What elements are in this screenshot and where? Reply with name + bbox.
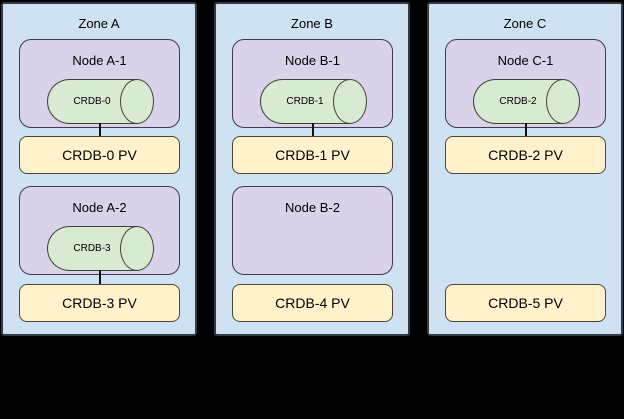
crdb-0-pv-box: CRDB-0 PV	[19, 136, 180, 174]
connector-crdb3-to-pv	[99, 270, 101, 285]
zone-c-label: Zone C	[503, 16, 547, 31]
node-a1-box: Node A-1 CRDB-0	[19, 39, 180, 128]
node-c1-box: Node C-1 CRDB-2	[445, 39, 606, 128]
crdb-3-pod-label: CRDB-3	[73, 243, 111, 254]
crdb-2-pv-box: CRDB-2 PV	[445, 136, 606, 174]
node-c1-label: Node C-1	[497, 53, 554, 68]
cylinder-cap	[333, 79, 367, 124]
zone-a-container: Zone A Node A-1 CRDB-0 CRDB-0 PV Node A-…	[1, 2, 197, 336]
crdb-1-pv-box: CRDB-1 PV	[232, 136, 393, 174]
connector-crdb2-to-pv	[525, 123, 527, 137]
cylinder-cap	[120, 226, 154, 271]
connector-crdb1-to-pv	[312, 123, 314, 137]
zone-b-label: Zone B	[291, 16, 333, 31]
zone-c-container: Zone C Node C-1 CRDB-2 CRDB-2 PV CRDB-5 …	[427, 2, 623, 336]
crdb-4-pv-box: CRDB-4 PV	[232, 284, 393, 322]
crdb-3-pv-box: CRDB-3 PV	[19, 284, 180, 322]
node-a2-label: Node A-2	[72, 200, 127, 215]
zone-b-container: Zone B Node B-1 CRDB-1 CRDB-1 PV Node B-…	[214, 2, 410, 336]
zone-a-label: Zone A	[78, 16, 120, 31]
cylinder-cap	[546, 79, 580, 124]
node-b2-label: Node B-2	[285, 200, 340, 215]
crdb-3-pod-cylinder: CRDB-3	[47, 226, 154, 271]
crdb-2-pod-cylinder: CRDB-2	[473, 79, 580, 124]
cylinder-cap	[120, 79, 154, 124]
node-b1-box: Node B-1 CRDB-1	[232, 39, 393, 128]
crdb-1-pod-label: CRDB-1	[286, 96, 324, 107]
crdb-0-pod-cylinder: CRDB-0	[47, 79, 154, 124]
node-a1-label: Node A-1	[72, 53, 127, 68]
crdb-2-pod-label: CRDB-2	[499, 96, 537, 107]
crdb-1-pod-cylinder: CRDB-1	[260, 79, 367, 124]
crdb-5-pv-box: CRDB-5 PV	[445, 284, 606, 322]
node-b2-box: Node B-2	[232, 186, 393, 275]
crdb-0-pod-label: CRDB-0	[73, 96, 111, 107]
node-b1-label: Node B-1	[285, 53, 340, 68]
connector-crdb0-to-pv	[99, 123, 101, 137]
node-a2-box: Node A-2 CRDB-3	[19, 186, 180, 275]
